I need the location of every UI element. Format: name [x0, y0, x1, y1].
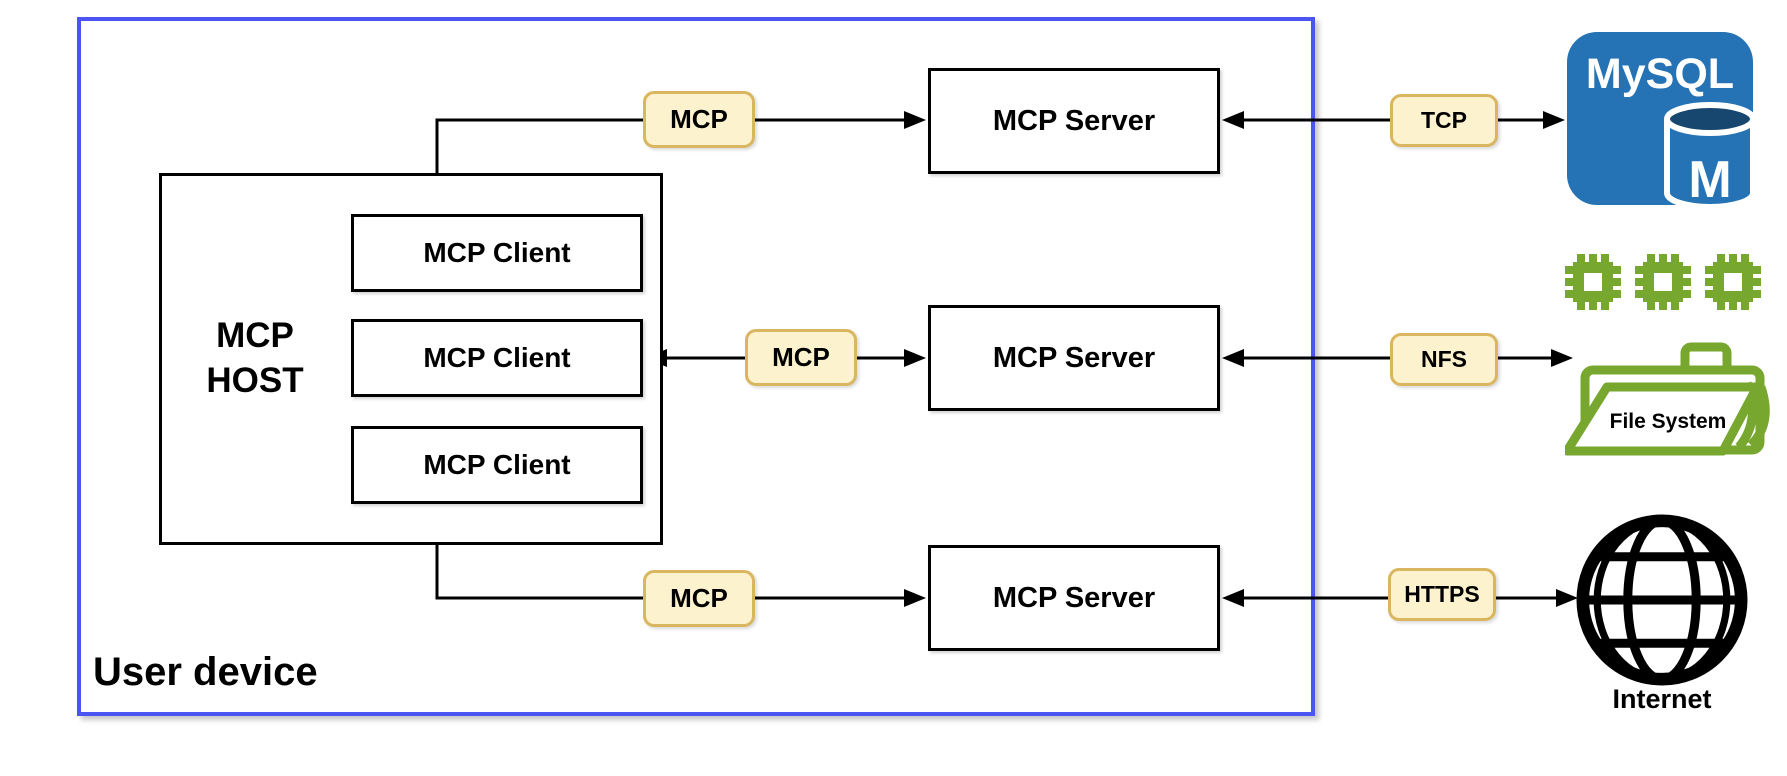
- mcp-server-box-1: MCP Server: [928, 68, 1220, 174]
- arrowhead-right-internet: [1556, 589, 1578, 607]
- chip-icons: [1565, 254, 1761, 310]
- chip-icon-2: [1635, 254, 1691, 310]
- mcp-client-box-2: MCP Client: [351, 319, 643, 397]
- arrowhead-right-server1: [904, 111, 926, 129]
- arrowhead-right-mysql: [1543, 111, 1565, 129]
- mcp-badge-top: MCP: [643, 91, 755, 148]
- arrowhead-right-server2: [904, 349, 926, 367]
- file-system-label: File System: [1610, 410, 1727, 433]
- internet-label: Internet: [1612, 684, 1712, 714]
- file-system-icon: File System: [1565, 342, 1770, 456]
- mcp-server-box-3: MCP Server: [928, 545, 1220, 651]
- chip-icon-3: [1705, 254, 1761, 310]
- mcp-host-label-line1: MCP: [216, 316, 294, 356]
- arrowhead-left-server2: [1222, 349, 1244, 367]
- nfs-badge: NFS: [1390, 333, 1498, 386]
- arrowhead-left-server3: [1222, 589, 1244, 607]
- folder-sheet-1: [1747, 385, 1770, 449]
- folder-front: [1565, 382, 1762, 456]
- mcp-client-box-3: MCP Client: [351, 426, 643, 504]
- mcp-server-box-2: MCP Server: [928, 305, 1220, 411]
- mysql-brand-text: MySQL: [1586, 50, 1734, 98]
- mysql-database-cylinder: M: [1664, 102, 1756, 210]
- arrowhead-left-server1: [1222, 111, 1244, 129]
- internet-globe-icon: [1576, 514, 1748, 686]
- tcp-badge: TCP: [1390, 94, 1498, 147]
- mcp-host-label-line2: HOST: [206, 361, 304, 400]
- mysql-icon: MySQL M: [1567, 32, 1756, 210]
- mysql-monogram: M: [1688, 151, 1731, 209]
- connector-mcp-bottom-to-client3: [435, 522, 645, 600]
- user-device-label: User device: [93, 650, 318, 694]
- mcp-badge-middle: MCP: [745, 329, 857, 386]
- mcp-badge-bottom: MCP: [643, 570, 755, 627]
- arrowhead-right-filesystem: [1551, 349, 1573, 367]
- arrowhead-right-server3: [904, 589, 926, 607]
- mcp-client-box-1: MCP Client: [351, 214, 643, 292]
- chip-icon-1: [1565, 254, 1621, 310]
- https-badge: HTTPS: [1388, 568, 1496, 621]
- mcp-host-label: MCP HOST: [159, 173, 351, 545]
